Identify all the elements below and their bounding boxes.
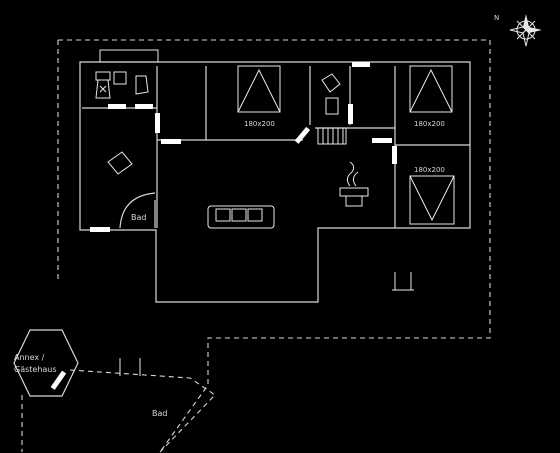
sink-left — [113, 71, 149, 95]
annex-building — [13, 329, 79, 397]
door-8 — [372, 138, 392, 143]
garden-bench — [392, 272, 414, 291]
plot-boundary — [21, 39, 491, 453]
bed-size-label-2: 180x200 — [414, 120, 445, 128]
compass-north-label: N — [494, 14, 499, 22]
house-outline — [79, 61, 471, 303]
outdoor-posts — [119, 358, 141, 376]
stove — [339, 161, 369, 207]
door-4 — [161, 139, 181, 144]
compass-rose-icon — [509, 14, 542, 47]
door-2 — [135, 104, 153, 109]
bed-2 — [409, 65, 453, 113]
toilet-right — [321, 73, 341, 115]
bed-1 — [237, 65, 281, 113]
outdoor-area-boundary — [69, 369, 216, 453]
bed-size-label-1: 180x200 — [244, 120, 275, 128]
door-6 — [348, 104, 353, 124]
annex-label-line1: Annex / — [14, 353, 45, 362]
door-7 — [352, 62, 370, 67]
door-9 — [392, 146, 397, 164]
bed-size-label-3: 180x200 — [414, 166, 445, 174]
door-1 — [108, 104, 126, 109]
chimney — [99, 49, 159, 63]
bath-arc — [119, 192, 156, 229]
stairs — [317, 127, 347, 145]
door-11 — [50, 370, 67, 390]
toilet-left — [95, 71, 111, 99]
bath-label-outdoor: Bad — [152, 409, 167, 418]
door-3 — [155, 113, 160, 133]
door-10 — [90, 227, 110, 232]
door-5 — [294, 126, 311, 144]
bath-label: Bad — [131, 213, 146, 222]
annex-label-line2: Gästehaus — [14, 365, 57, 374]
sofa — [207, 205, 275, 229]
bed-3 — [409, 175, 455, 225]
chair — [107, 151, 133, 175]
